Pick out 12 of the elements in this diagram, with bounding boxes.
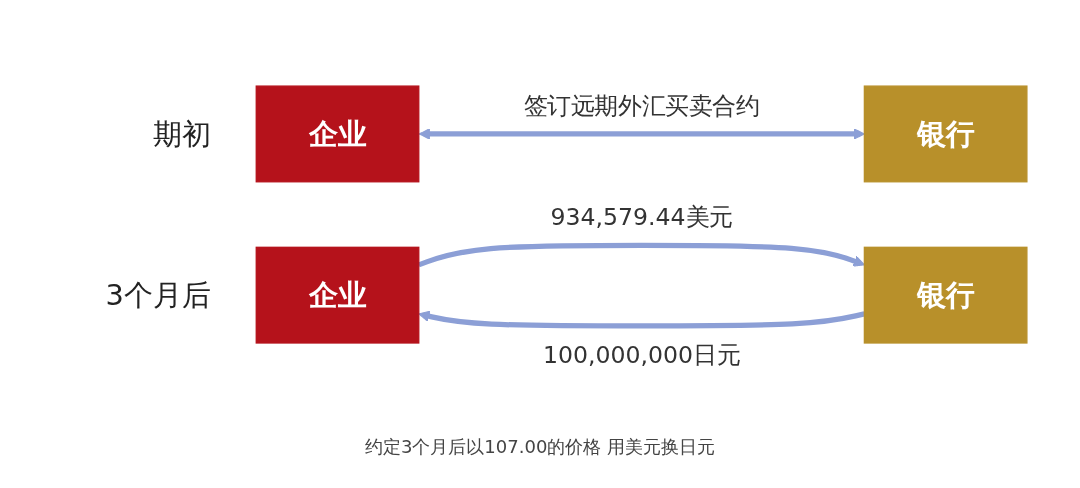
arrow: [418, 127, 865, 140]
node-label: 期初: [152, 117, 211, 151]
node-box: 企业: [255, 85, 420, 183]
edge-label: 934,579.44美元: [550, 202, 733, 230]
node-box: 企业: [255, 246, 420, 344]
node-box: 银行: [863, 246, 1028, 344]
edge-label: 100,000,000日元: [542, 340, 741, 369]
node-box: 银行: [863, 85, 1028, 183]
node-label: 3个月后: [105, 278, 211, 312]
note-text: 约定3个月后以107.00的价格 用美元换日元: [364, 435, 716, 459]
arrow: [418, 310, 865, 329]
edge-label: 签订远期外汇买卖合约: [523, 91, 760, 119]
